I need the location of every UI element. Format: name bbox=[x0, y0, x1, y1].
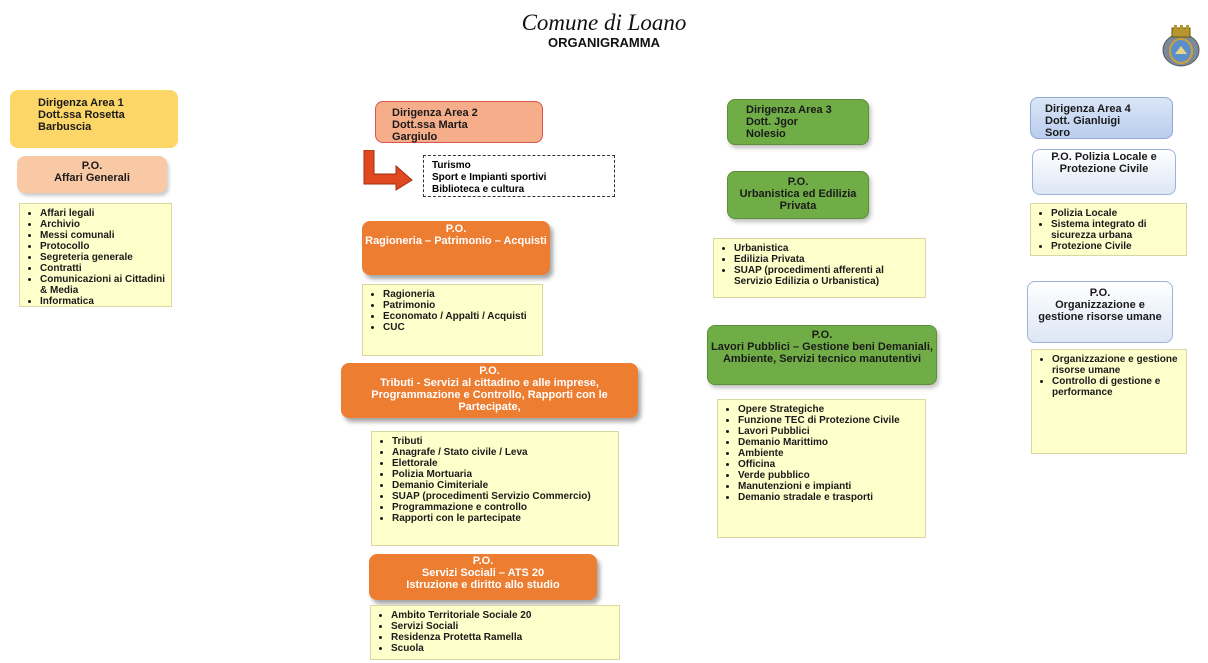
list-item: Edilizia Privata bbox=[734, 254, 921, 265]
area1-title: Dirigenza Area 1 bbox=[38, 97, 124, 109]
list-item: SUAP (procedimenti afferenti al Servizio… bbox=[734, 265, 921, 287]
area1-list: Affari legaliArchivioMessi comunaliProto… bbox=[19, 203, 172, 307]
coat-of-arms-icon bbox=[1160, 24, 1202, 70]
area1-po: P.O. Affari Generali bbox=[17, 156, 167, 193]
list-item: Demanio Marittimo bbox=[738, 437, 921, 448]
area4-po2: P.O. Organizzazione e gestione risorse u… bbox=[1027, 281, 1173, 343]
list-item: Messi comunali bbox=[40, 230, 167, 241]
area3-po1: P.O. Urbanistica ed Edilizia Privata bbox=[727, 171, 869, 219]
area2-po1-list: RagioneriaPatrimonioEconomato / Appalti … bbox=[362, 284, 543, 356]
list-item: Controllo di gestione e performance bbox=[1052, 376, 1182, 398]
area4-po2-list: Organizzazione e gestione risorse umaneC… bbox=[1031, 349, 1187, 454]
list-item: Economato / Appalti / Acquisti bbox=[383, 311, 538, 322]
list-item: Urbanistica bbox=[734, 243, 921, 254]
area2-title: Dirigenza Area 2 bbox=[392, 107, 478, 119]
list-item: Ambiente bbox=[738, 448, 921, 459]
area4-name: Dott. Gianluigi Soro bbox=[1045, 115, 1121, 139]
arrow-right-icon bbox=[360, 149, 416, 192]
list-item: Anagrafe / Stato civile / Leva bbox=[392, 447, 614, 458]
area3-po2-list: Opere StrategicheFunzione TEC di Protezi… bbox=[717, 399, 926, 538]
list-item: Residenza Protetta Ramella bbox=[391, 632, 615, 643]
list-item: Biblioteca e cultura bbox=[432, 184, 525, 195]
list-item: Organizzazione e gestione risorse umane bbox=[1052, 354, 1182, 376]
page-title: Comune di Loano bbox=[521, 10, 687, 35]
list-item: Protocollo bbox=[40, 241, 167, 252]
list-item: Archivio bbox=[40, 219, 167, 230]
list-item: SUAP (procedimenti Servizio Commercio) bbox=[392, 491, 614, 502]
list-item: Sport e Impianti sportivi bbox=[432, 172, 547, 183]
list-item: Funzione TEC di Protezione Civile bbox=[738, 415, 921, 426]
list-item: Protezione Civile bbox=[1051, 241, 1182, 252]
list-item: Lavori Pubblici bbox=[738, 426, 921, 437]
area4-po1-list: Polizia LocaleSistema integrato di sicur… bbox=[1030, 203, 1187, 256]
list-item: Opere Strategiche bbox=[738, 404, 921, 415]
list-item: Informatica bbox=[40, 296, 167, 307]
list-item: Verde pubblico bbox=[738, 470, 921, 481]
list-item: Rapporti con le partecipate bbox=[392, 513, 614, 524]
list-item: Patrimonio bbox=[383, 300, 538, 311]
area2-po2: P.O. Tributi - Servizi al cittadino e al… bbox=[341, 363, 638, 418]
list-item: Affari legali bbox=[40, 208, 167, 219]
area4-po1: P.O. Polizia Locale e Protezione Civile bbox=[1032, 149, 1176, 195]
area1-name: Dott.ssa Rosetta Barbuscia bbox=[38, 109, 125, 133]
area3-header: Dirigenza Area 3 Dott. Jgor Nolesio bbox=[727, 99, 869, 145]
area3-name: Dott. Jgor Nolesio bbox=[746, 116, 798, 140]
area3-title: Dirigenza Area 3 bbox=[746, 104, 832, 116]
area2-po2-list: TributiAnagrafe / Stato civile / LevaEle… bbox=[371, 431, 619, 546]
area3-po1-list: UrbanisticaEdilizia PrivataSUAP (procedi… bbox=[713, 238, 926, 298]
area2-header: Dirigenza Area 2 Dott.ssa Marta Gargiulo bbox=[375, 101, 543, 143]
area3-po2: P.O. Lavori Pubblici – Gestione beni Dem… bbox=[707, 325, 937, 385]
list-item: Servizi Sociali bbox=[391, 621, 615, 632]
page-subtitle: ORGANIGRAMMA bbox=[548, 35, 660, 50]
area1-header: Dirigenza Area 1 Dott.ssa Rosetta Barbus… bbox=[10, 90, 178, 148]
list-item: CUC bbox=[383, 322, 538, 333]
list-item: Demanio stradale e trasporti bbox=[738, 492, 921, 503]
list-item: Polizia Mortuaria bbox=[392, 469, 614, 480]
list-item: Ragioneria bbox=[383, 289, 538, 300]
list-item: Sistema integrato di sicurezza urbana bbox=[1051, 219, 1182, 241]
list-item: Contratti bbox=[40, 263, 167, 274]
list-item: Manutenzioni e impianti bbox=[738, 481, 921, 492]
list-item: Polizia Locale bbox=[1051, 208, 1182, 219]
list-item: Turismo bbox=[432, 160, 471, 171]
list-item: Demanio Cimiteriale bbox=[392, 480, 614, 491]
area2-name: Dott.ssa Marta Gargiulo bbox=[392, 119, 468, 143]
area2-po3-list: Ambito Territoriale Sociale 20Servizi So… bbox=[370, 605, 620, 660]
list-item: Officina bbox=[738, 459, 921, 470]
list-item: Tributi bbox=[392, 436, 614, 447]
list-item: Scuola bbox=[391, 643, 615, 654]
area4-header: Dirigenza Area 4 Dott. Gianluigi Soro bbox=[1030, 97, 1173, 139]
list-item: Elettorale bbox=[392, 458, 614, 469]
list-item: Segreteria generale bbox=[40, 252, 167, 263]
list-item: Comunicazioni ai Cittadini & Media bbox=[40, 274, 167, 296]
area2-po3: P.O. Servizi Sociali – ATS 20 Istruzione… bbox=[369, 554, 597, 600]
list-item: Ambito Territoriale Sociale 20 bbox=[391, 610, 615, 621]
list-item: Programmazione e controllo bbox=[392, 502, 614, 513]
area4-title: Dirigenza Area 4 bbox=[1045, 103, 1131, 115]
area2-po1: P.O. Ragioneria – Patrimonio – Acquisti bbox=[362, 221, 550, 275]
